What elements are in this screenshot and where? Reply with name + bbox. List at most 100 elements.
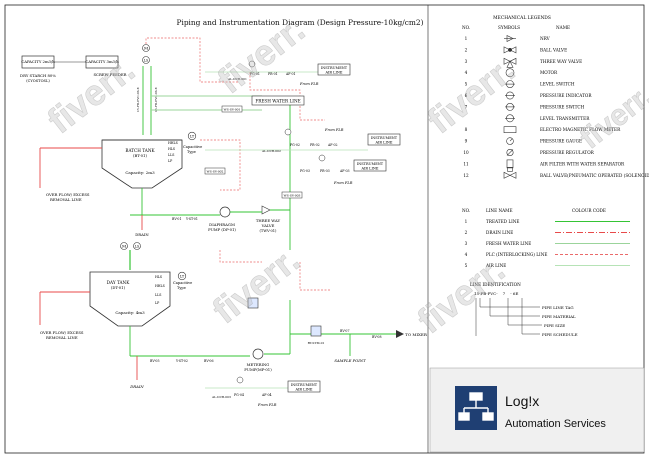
nrv-icon [504,35,516,42]
ws02-label: WS-SV-002 [207,170,224,174]
bv05-label: BV-05 [150,359,159,363]
plc-line-3 [200,139,241,191]
line-name-4: AIR LINE [485,263,506,268]
watermark-4: fiverr. [205,239,308,332]
instrument-air-2-sub: AIR LINE [375,141,393,145]
instrument-air-3-sub: AIR LINE [361,167,379,171]
ws01-label: WS-SV-001 [224,108,241,112]
pr03-label: PR-03 [320,169,330,173]
line-no-3: 4 [465,252,468,257]
diaphragm-sub: PUMP (DP-01) [208,227,236,232]
legend-name-0: NRV [540,36,551,41]
line-id-heading: LINE IDENTIFICATION [470,282,521,287]
instrument-air-1: INSTRUMENT [321,66,348,70]
dry-starch-label: DRY STARCH 80% [20,73,56,78]
network-node-left [458,412,470,421]
pg03-icon [318,154,326,162]
day-capacity: Capacity: 4m3 [115,310,145,315]
pg03-label: PG-03 [300,169,310,173]
pr01-label: PR-01 [268,72,278,76]
legend-name-6: PRESSURE SWITCH [540,104,585,109]
aldv2-label: AL-DCB-002 [261,149,281,153]
instrument-air-box-3 [353,159,387,172]
dry-starch-sub: (CYOSTOSL) [26,79,50,83]
day-tank-tag: (DT-01) [111,285,126,290]
instrument-air-box-1 [317,63,351,76]
fresh-water-box [251,95,305,106]
legend-no-12: 12 [463,173,469,178]
af04-label: AF-04 [261,393,272,397]
legend-col-name: NAME [556,25,570,30]
network-node-right [482,412,494,421]
from-flr-3: From FLR [333,181,353,185]
sheet-border [4,4,645,454]
to-mixer-arrow [396,330,404,338]
legend-no-1: 2 [465,47,468,52]
bt-lp: LP [168,159,173,163]
plc-line-2 [249,72,325,121]
legend-name-3: MOTOR [540,70,558,75]
legend-col-symbols: SYMBOLS [498,25,520,30]
leader-pipe-schedule [521,298,540,335]
legend-col-no: NO. [462,25,470,30]
pressure-indicator-icon [505,91,515,100]
legend-no-5: 6 [465,93,468,98]
network-node-top [469,392,483,401]
from-flr-1: From FLR [299,82,319,86]
leader-pipe-size [507,298,542,326]
legend-no-8: 8 [465,127,468,132]
motor-day-icon [120,242,128,250]
pipe-tag-vertical-2: 15-FB-PVC-06-E [154,87,158,112]
legend-no-2: 3 [465,59,468,64]
flow-meter-icon [503,126,517,133]
from-flr-2: From FLR [324,128,344,132]
pg02-icon [284,128,292,136]
leader-pipe-tag [479,298,540,308]
pg02-label: PG-02 [290,143,300,147]
line-id-leaders [475,298,542,336]
line-id-material: PIPE MATERIAL [542,314,576,319]
level-switch-icon [505,80,515,88]
instrument-air-3: INSTRUMENT [357,162,384,166]
batch-capacity: Capacity: 2m3 [125,170,155,175]
fresh-water-label: FRESH WATER LINE [255,99,300,104]
line-id-code: 15-FB-PVC- 7 - 6E [474,291,518,296]
ls-day-label: LS [135,245,139,249]
instrument-air-box-4 [287,380,321,393]
from-flr-4: From FLR [257,403,277,407]
line-id-tag: PIPE LINE TAG [542,305,574,310]
capacity-right-label: CAPACITY 3m3/h [85,59,119,64]
ls-top-label: LS [144,59,148,63]
pressure-regulator-icon [506,149,514,157]
yst01-label: Y-ST-01 [185,217,198,221]
leader-pipe-material [489,298,540,317]
overflow-sub-2: REMOVAL LINE [46,335,78,340]
legend-name-4: LEVEL SWITCH [540,82,575,87]
line-name-0: TREATED LINE [486,219,520,224]
motor-top-icon [142,44,150,52]
drain-label-1: DRAIN [135,232,149,237]
drain-label-2: DRAIN [129,384,144,389]
legend-name-2: THREE WAY VALVE [540,59,582,64]
legend-heading: MECHANICAL LEGENDS [493,16,551,21]
ws01-box [221,105,243,113]
legend-no-3: 4 [465,70,468,75]
line-name-2: FRESH WATER LINE [486,241,531,246]
legend-name-5: PRESSURE INDICATOR [540,93,592,98]
motor-day-label: M [122,244,126,249]
motor-top-label: M [144,46,148,51]
legend-no-11: 11 [463,161,469,166]
level-transmitter-icon [505,114,515,123]
legend-name-1: BALL VALVE [540,47,567,52]
capacity-left-label: CAPACITY 2m3/h [21,59,55,64]
line-no-2: 3 [465,241,468,246]
day-capacitive: Capacitive [173,281,192,285]
sample-point-label: SAMPLE POINT [334,358,366,363]
flow-meter-icon-2 [247,297,259,309]
instrument-air-4: INSTRUMENT [291,383,318,387]
level-switch-day-icon [133,242,141,250]
overflow-label-2: OVER FLOW/ EXCESS [40,330,84,335]
yst02-label: Y-ST-02 [175,359,188,363]
watermark-3: fiverr. [420,49,523,142]
